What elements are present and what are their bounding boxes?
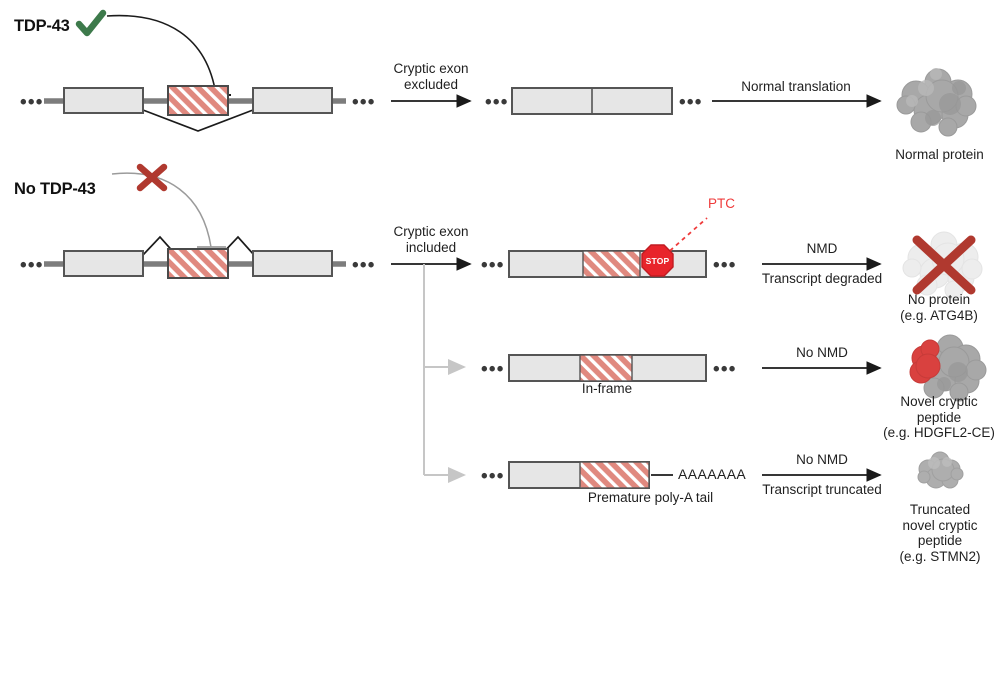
ellipsis-branch2-right: ••• — [713, 359, 737, 380]
mrna-with-ptc — [508, 250, 707, 278]
ellipsis-pre-mrna-loss-left: ••• — [20, 255, 44, 276]
ellipsis-mrna-normal-left: ••• — [485, 92, 509, 113]
repression-hook-normal — [106, 14, 231, 96]
arrow-label-normal-translation: Normal translation — [741, 79, 851, 94]
transcript-label-in-frame: In-frame — [581, 381, 633, 396]
polya-tail-sequence: AAAAAAA — [678, 466, 747, 482]
ptc-leader-line — [663, 217, 708, 257]
ellipsis-pre-mrna-loss-right: ••• — [352, 255, 376, 276]
ellipsis-branch3-left: ••• — [481, 466, 505, 487]
arrow-label-transcript-degraded: Transcript degraded — [761, 271, 883, 286]
transcript-label-premature-polya: Premature poly-A tail — [587, 490, 714, 505]
check-icon — [75, 9, 107, 37]
ellipsis-branch1-left: ••• — [481, 255, 505, 276]
ellipsis-mrna-normal-right: ••• — [679, 92, 703, 113]
branch-connector-lines — [423, 264, 466, 483]
arrow-label-cryptic-exon-excluded: Cryptic exon excluded — [393, 61, 469, 92]
ellipsis-pre-mrna-normal-left: ••• — [20, 92, 44, 113]
mrna-in-frame — [508, 354, 707, 382]
outcome-label-novel-cryptic-peptide: Novel cryptic peptide (e.g. HDGFL2-CE) — [883, 394, 995, 440]
novel-cryptic-peptide-icon — [909, 334, 987, 402]
outcome-label-no-protein: No protein (e.g. ATG4B) — [900, 292, 978, 323]
arrow-label-nmd: NMD — [806, 241, 838, 256]
arrow-label-no-nmd-truncated: No NMD — [796, 452, 848, 467]
ptc-label: PTC — [708, 196, 735, 211]
outcome-label-truncated-peptide: Truncated novel cryptic peptide (e.g. ST… — [899, 502, 981, 564]
cryptic-peptide-red-region — [909, 339, 941, 384]
ellipsis-branch2-left: ••• — [481, 359, 505, 380]
no-protein-icon — [902, 231, 983, 300]
mrna-normal — [511, 87, 673, 115]
pre-mrna-normal — [44, 85, 346, 132]
normal-protein-icon — [896, 68, 977, 137]
stop-codon-text: STOP — [646, 256, 670, 266]
repression-hook-lost — [111, 172, 226, 248]
stop-codon-icon: STOP — [641, 244, 674, 277]
ellipsis-pre-mrna-normal-right: ••• — [352, 92, 376, 113]
condition-label-loss: No TDP-43 — [14, 180, 96, 198]
no-protein-cross-icon — [912, 235, 976, 295]
outcome-label-normal-protein: Normal protein — [895, 147, 984, 162]
truncated-peptide-icon — [917, 451, 964, 489]
arrow-label-cryptic-exon-included: Cryptic exon included — [393, 224, 469, 255]
cross-icon — [136, 163, 168, 192]
pre-mrna-no-tdp43 — [44, 235, 346, 279]
mrna-premature-polya — [508, 461, 673, 489]
condition-label-normal: TDP-43 — [14, 17, 70, 35]
arrow-label-transcript-truncated: Transcript truncated — [762, 482, 882, 497]
ellipsis-branch1-right: ••• — [713, 255, 737, 276]
arrow-label-no-nmd-inframe: No NMD — [796, 345, 848, 360]
